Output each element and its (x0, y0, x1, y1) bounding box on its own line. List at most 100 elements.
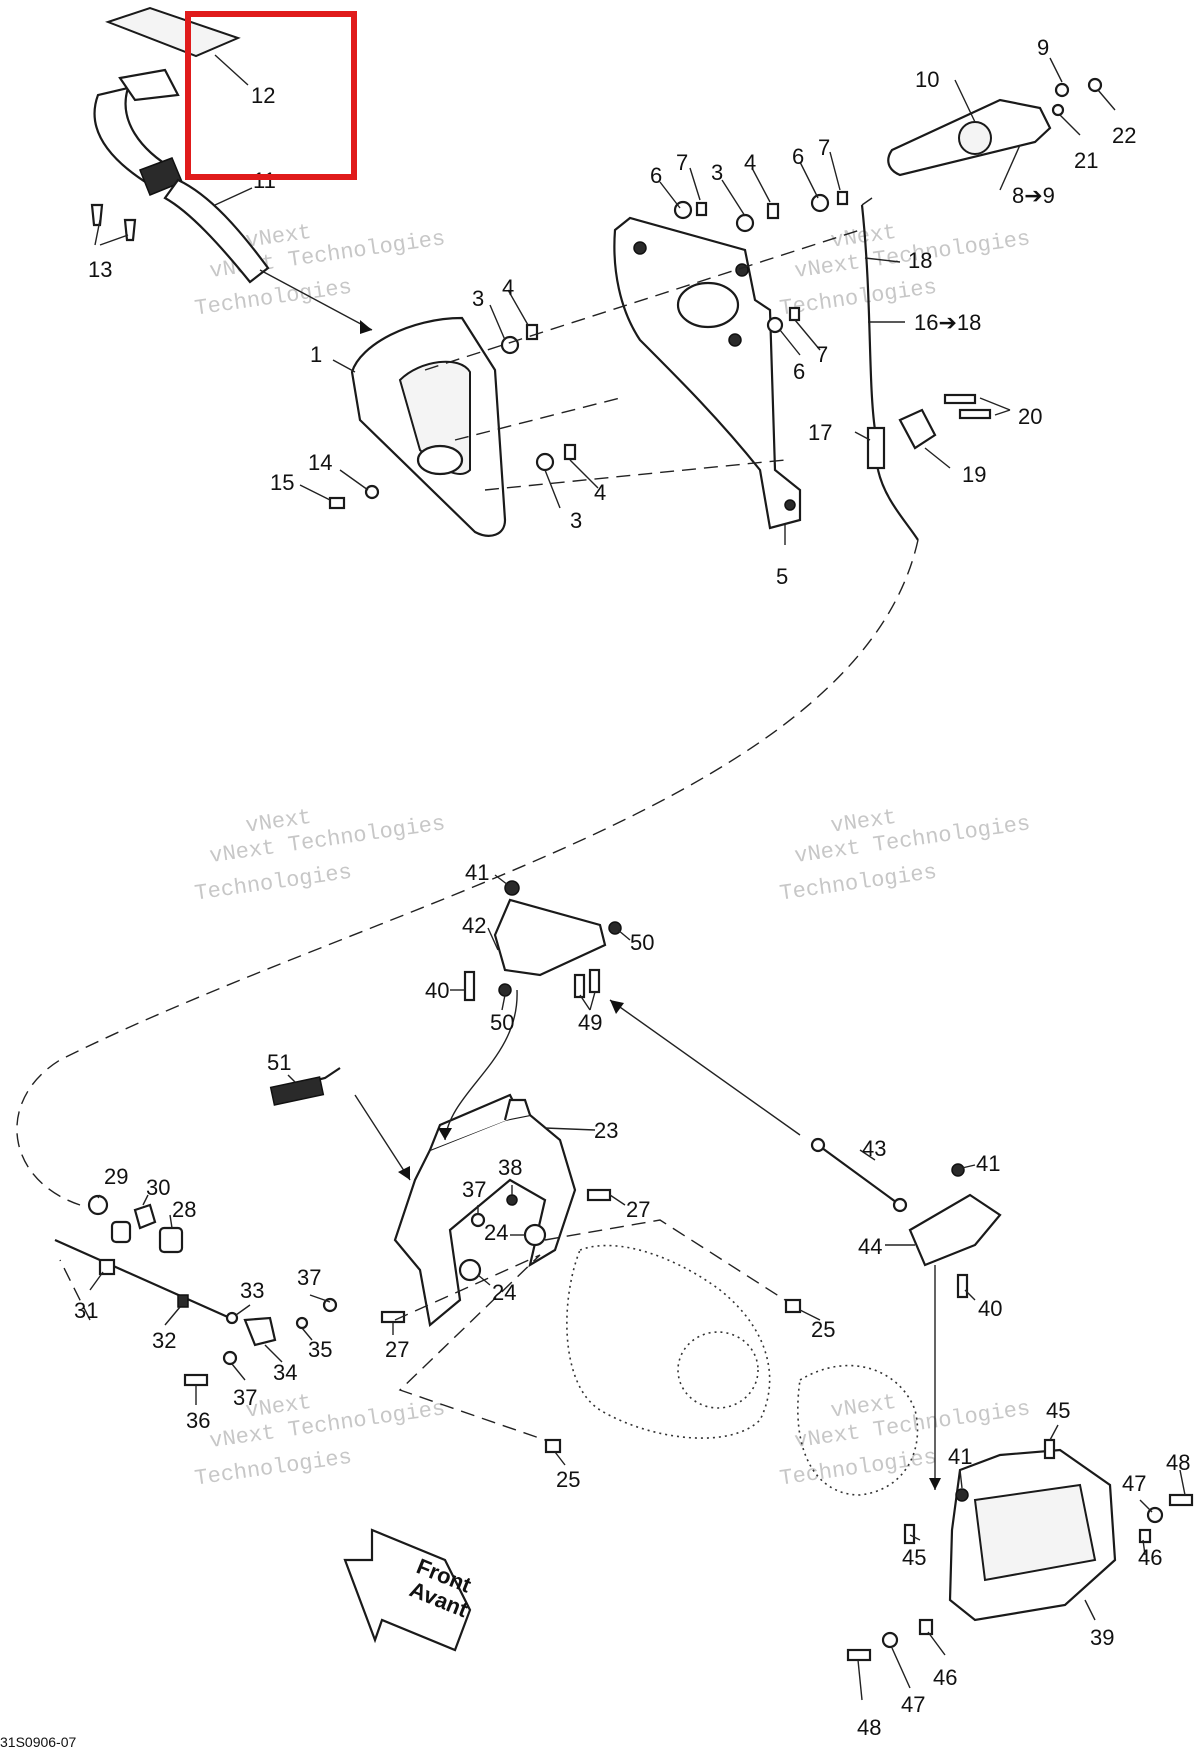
jet-pump-nozzle-outline (566, 1244, 771, 1439)
callout-49: 49 (578, 1010, 602, 1035)
callout-40: 40 (978, 1296, 1002, 1321)
callout-41: 41 (948, 1444, 972, 1469)
callout-27: 27 (385, 1337, 409, 1362)
assembly-arrows (259, 269, 941, 1490)
part-12-pad (105, 6, 241, 58)
callout-43: 43 (862, 1136, 886, 1161)
callout-6: 6 (792, 144, 804, 169)
part-39-bucket-inner (973, 1483, 1097, 1582)
callout-22: 22 (1112, 123, 1136, 148)
part-21-washer (1051, 103, 1065, 117)
part-3-washer (735, 213, 755, 233)
part-29-nut (87, 1194, 109, 1216)
callout-37: 37 (233, 1385, 257, 1410)
callout-50: 50 (630, 930, 654, 955)
deflector-assembly (90, 6, 1103, 541)
part-4-screw (563, 443, 577, 461)
part-48-bolt (1168, 1493, 1194, 1507)
drawing-code: 31S0906-07 (0, 1734, 77, 1750)
callout-7: 7 (676, 150, 688, 175)
part-40-screw (956, 1273, 969, 1299)
part-17-sleeve (866, 426, 886, 470)
callout-47: 47 (901, 1692, 925, 1717)
callout-24: 24 (484, 1220, 508, 1245)
part-49-pin (573, 973, 586, 999)
part-51-spring-coil (269, 1076, 325, 1106)
callout-1: 1 (310, 342, 322, 367)
reverse-gate-assembly (54, 880, 1194, 1662)
part-36-bolt (183, 1373, 209, 1387)
part-5-plate-bore (676, 281, 740, 329)
part-25-bushing (544, 1438, 562, 1454)
part-25-bushing (784, 1298, 802, 1314)
callout-4: 4 (594, 480, 606, 505)
part-8-lever-hub (958, 121, 992, 155)
part-45-screw (1043, 1438, 1056, 1460)
callout-4: 4 (502, 275, 514, 300)
watermark-full: vNext Technologies (208, 811, 447, 869)
callout-18: 18 (908, 248, 932, 273)
part-7-screw (695, 201, 708, 217)
callout-15: 15 (270, 470, 294, 495)
part-46-bushing (918, 1618, 934, 1636)
part-20-bolt (958, 408, 992, 420)
watermarks: vNext vNext Technologies Technologies vN… (193, 220, 1032, 1492)
part-31-cable (54, 1238, 231, 1320)
callout-42: 42 (462, 913, 486, 938)
part-31-fitting (98, 1258, 116, 1276)
part-16-rod (860, 204, 880, 471)
callout-7: 7 (818, 135, 830, 160)
callout-36: 36 (186, 1408, 210, 1433)
part-37-washer (322, 1297, 338, 1313)
callout-24: 24 (492, 1280, 516, 1305)
callout-34: 34 (273, 1360, 297, 1385)
callout-14: 14 (308, 450, 332, 475)
callout-29: 29 (104, 1164, 128, 1189)
part-40-screw (463, 970, 476, 1002)
callout-46: 46 (1138, 1545, 1162, 1570)
callout-19: 19 (962, 462, 986, 487)
part-50-nut (498, 983, 512, 997)
callout-35: 35 (308, 1337, 332, 1362)
callout-41: 41 (976, 1151, 1000, 1176)
part-33-nut (225, 1311, 239, 1325)
callout-40: 40 (425, 978, 449, 1003)
part-28-bushing (158, 1226, 184, 1254)
part-30-clip (133, 1203, 157, 1230)
part-15-screw (328, 496, 346, 510)
callout-25: 25 (556, 1467, 580, 1492)
callout-10: 10 (915, 67, 939, 92)
callout-37: 37 (462, 1177, 486, 1202)
part-9-nut (1054, 82, 1070, 98)
part-38-nut (506, 1194, 518, 1206)
callout-39: 39 (1090, 1625, 1114, 1650)
callout-44: 44 (858, 1234, 882, 1259)
callout-4: 4 (744, 150, 756, 175)
part-20-bolt (943, 393, 977, 405)
part-5-hole (784, 499, 796, 511)
part-41-nut (951, 1163, 965, 1177)
callout-33: 33 (240, 1278, 264, 1303)
leader-lines (89, 54, 1186, 1701)
part-34-ball-joint (243, 1316, 277, 1347)
part-24-bushing (458, 1258, 482, 1282)
callout-6: 6 (650, 163, 662, 188)
part-41-nut (955, 1488, 969, 1502)
alignment-lines-top (16, 229, 919, 1206)
part-48-bolt (846, 1648, 872, 1662)
part-5-hole (735, 263, 749, 277)
part-5-hole (728, 333, 742, 347)
part-3-washer (535, 452, 555, 472)
part-14-washer (364, 484, 380, 500)
part-13-screw (123, 218, 137, 242)
part-27-bolt (586, 1188, 612, 1202)
callout-3: 3 (472, 286, 484, 311)
callout-12: 12 (251, 83, 275, 108)
callout-48: 48 (857, 1715, 881, 1740)
part-43-link (817, 1144, 901, 1206)
callout-38: 38 (498, 1155, 522, 1180)
part-1-cover-hole (416, 444, 464, 476)
callout-25: 25 (811, 1317, 835, 1342)
part-11-flap (163, 178, 270, 284)
part-16-rod-lower (876, 469, 919, 541)
